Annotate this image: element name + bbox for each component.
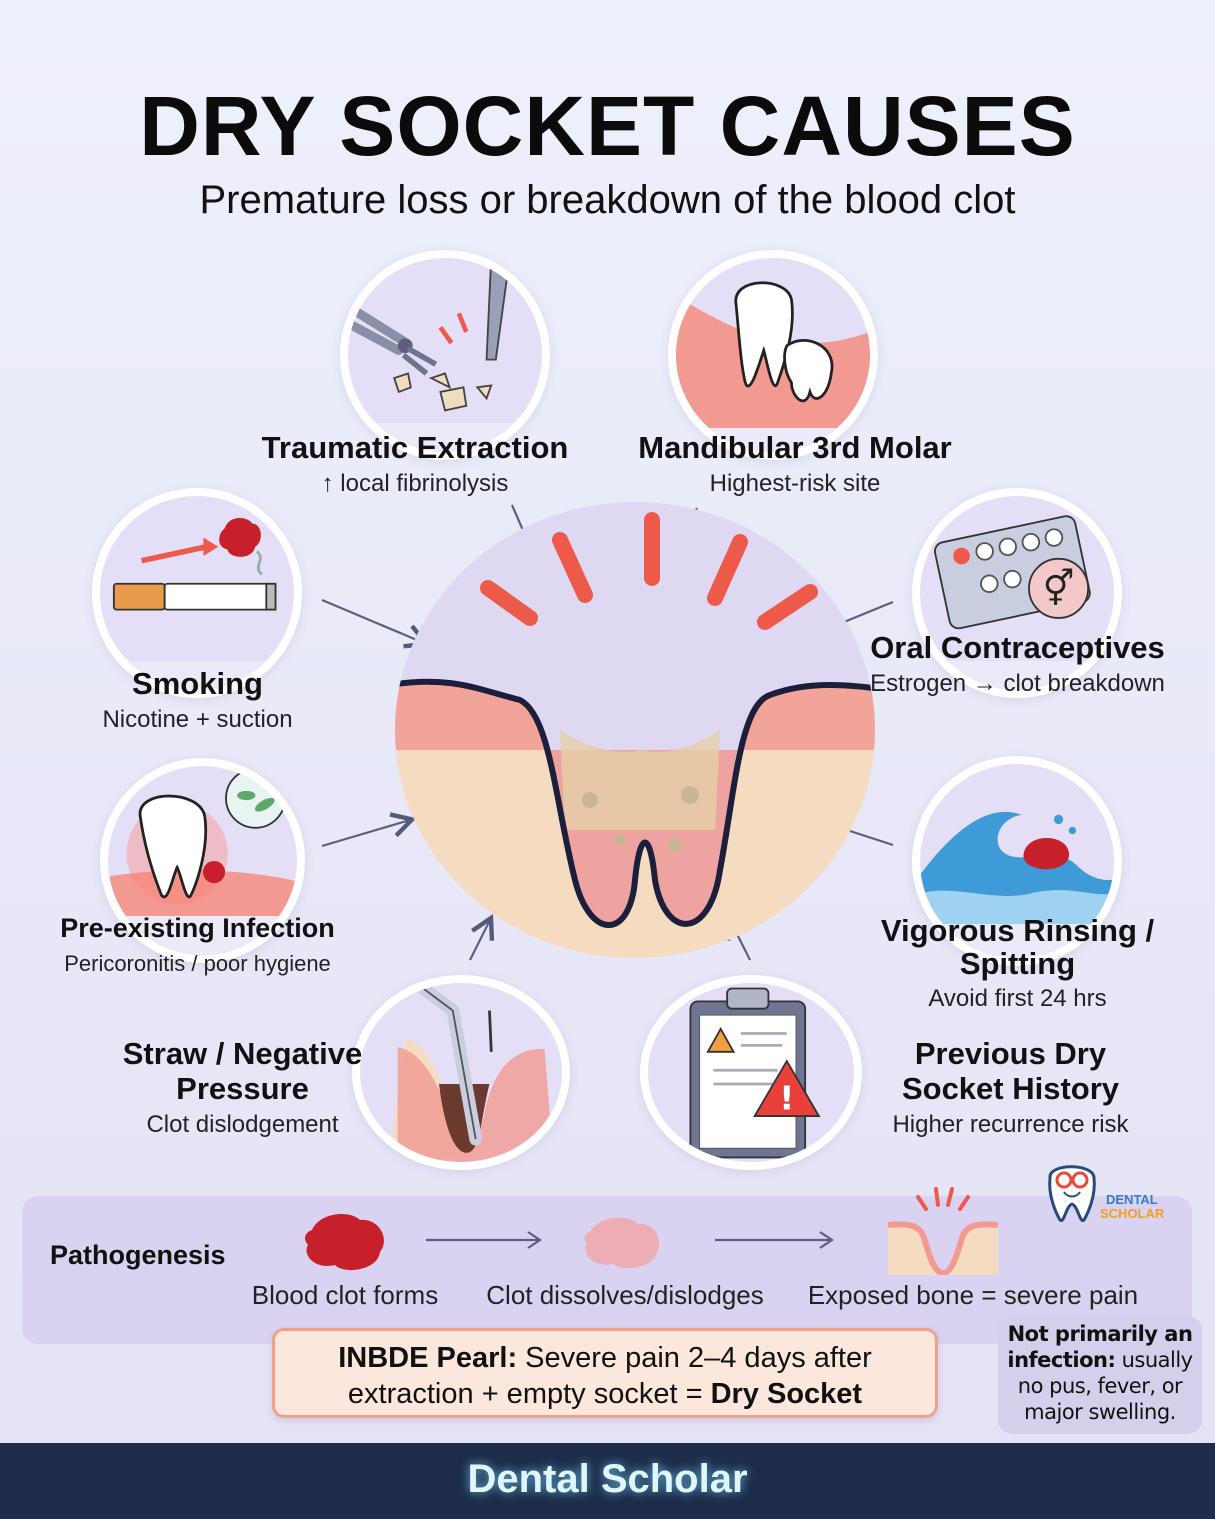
cause-detail: Pericoronitis / poor hygiene xyxy=(64,951,331,976)
tooth-mascot-icon xyxy=(1048,1165,1096,1223)
dental-scholar-logo: DENTAL SCHOLAR xyxy=(1040,1158,1190,1224)
inbde-pearl-box: INBDE Pearl: Severe pain 2–4 days after … xyxy=(272,1328,938,1418)
cause-detail: Estrogen → clot breakdown xyxy=(870,670,1165,697)
pathogenesis-step: Blood clot forms xyxy=(251,1280,439,1310)
cause-detail: ↑ local fibrinolysis xyxy=(321,470,509,497)
note-bold: Not primarily an infection: xyxy=(1007,1322,1193,1372)
cause-oral-contraceptives: Oral Contraceptives Estrogen → clot brea… xyxy=(865,630,1170,699)
cause-title: Mandibular 3rd Molar xyxy=(638,430,952,465)
oral-contraceptives-illustration: ⚥ xyxy=(912,488,1122,698)
cause-title: Smoking xyxy=(132,666,263,701)
mandibular-molar-illustration xyxy=(668,250,878,460)
cause-title: Oral Contraceptives xyxy=(870,630,1165,665)
impacted-molar-icon xyxy=(676,281,870,452)
cause-title: Vigorous Rinsing / Spitting xyxy=(880,913,1155,981)
cause-title: Straw / Negative Pressure xyxy=(122,1036,363,1106)
cigarette-icon xyxy=(112,518,277,611)
cause-detail: Clot dislodgement xyxy=(146,1111,339,1138)
previous-dry-socket-illustration: ! xyxy=(640,975,862,1170)
straw-icon xyxy=(388,983,554,1162)
cause-previous-dry-socket: Previous Dry Socket History Higher recur… xyxy=(868,1036,1153,1140)
pearl-highlight: Dry Socket xyxy=(710,1378,863,1410)
pathogenesis-title: Pathogenesis xyxy=(50,1240,226,1270)
pearl-label: INBDE Pearl: xyxy=(338,1342,518,1374)
blood-clot-icon xyxy=(305,1214,384,1271)
cause-mandibular-3rd-molar: Mandibular 3rd Molar Highest-risk site xyxy=(620,430,970,499)
footer-brand: Dental Scholar xyxy=(467,1457,748,1501)
pathogenesis-step: Exposed bone = severe pain xyxy=(807,1280,1139,1310)
cause-smoking: Smoking Nicotine + suction xyxy=(60,666,335,735)
cause-traumatic-extraction: Traumatic Extraction ↑ local fibrinolysi… xyxy=(235,430,595,499)
page-title: DRY SOCKET CAUSES xyxy=(139,79,1076,173)
straw-illustration xyxy=(352,975,570,1170)
svg-text:⚥: ⚥ xyxy=(1043,567,1075,609)
exposed-bone-icon xyxy=(888,1187,998,1275)
traumatic-extraction-illustration xyxy=(340,250,550,460)
pathogenesis-step: Clot dissolves/dislodges xyxy=(486,1280,764,1310)
pre-existing-infection-illustration xyxy=(100,758,305,963)
clipboard-warning-icon: ! xyxy=(689,987,821,1159)
note-text: usually no pus, fever, or major swelling… xyxy=(1017,1348,1193,1424)
pill-pack-icon: ⚥ xyxy=(934,515,1091,630)
cause-title: Previous Dry Socket History xyxy=(901,1036,1120,1106)
vigorous-rinsing-illustration xyxy=(912,756,1122,966)
pearl-text: Severe pain 2–4 days after extraction + … xyxy=(347,1342,872,1410)
infection-note-box: Not primarily an infection: usually no p… xyxy=(998,1316,1202,1434)
cause-pre-existing-infection: Pre-existing Infection Pericoronitis / p… xyxy=(40,912,355,979)
dissolving-clot-icon xyxy=(584,1217,660,1269)
footer-bar: Dental Scholar xyxy=(0,1443,1215,1519)
logo-line-2: SCHOLAR xyxy=(1100,1206,1165,1221)
cause-detail: Avoid first 24 hrs xyxy=(928,985,1107,1012)
dry-socket-illustration xyxy=(395,502,875,958)
cause-straw-negative-pressure: Straw / Negative Pressure Clot dislodgem… xyxy=(90,1036,395,1140)
pathogenesis-arrows xyxy=(426,1231,834,1249)
cause-vigorous-rinsing: Vigorous Rinsing / Spitting Avoid first … xyxy=(875,914,1160,1014)
smoking-illustration xyxy=(92,488,302,698)
page-subtitle: Premature loss or breakdown of the blood… xyxy=(199,178,1016,222)
cause-title: Pre-existing Infection xyxy=(60,913,335,943)
cause-detail: Nicotine + suction xyxy=(102,706,293,733)
cause-title: Traumatic Extraction xyxy=(261,430,569,465)
cause-detail: Higher recurrence risk xyxy=(892,1111,1129,1138)
logo-line-1: DENTAL xyxy=(1106,1192,1158,1207)
cause-detail: Highest-risk site xyxy=(709,470,881,497)
forceps-and-elevator-icon xyxy=(348,258,511,412)
svg-text:!: ! xyxy=(779,1079,794,1118)
